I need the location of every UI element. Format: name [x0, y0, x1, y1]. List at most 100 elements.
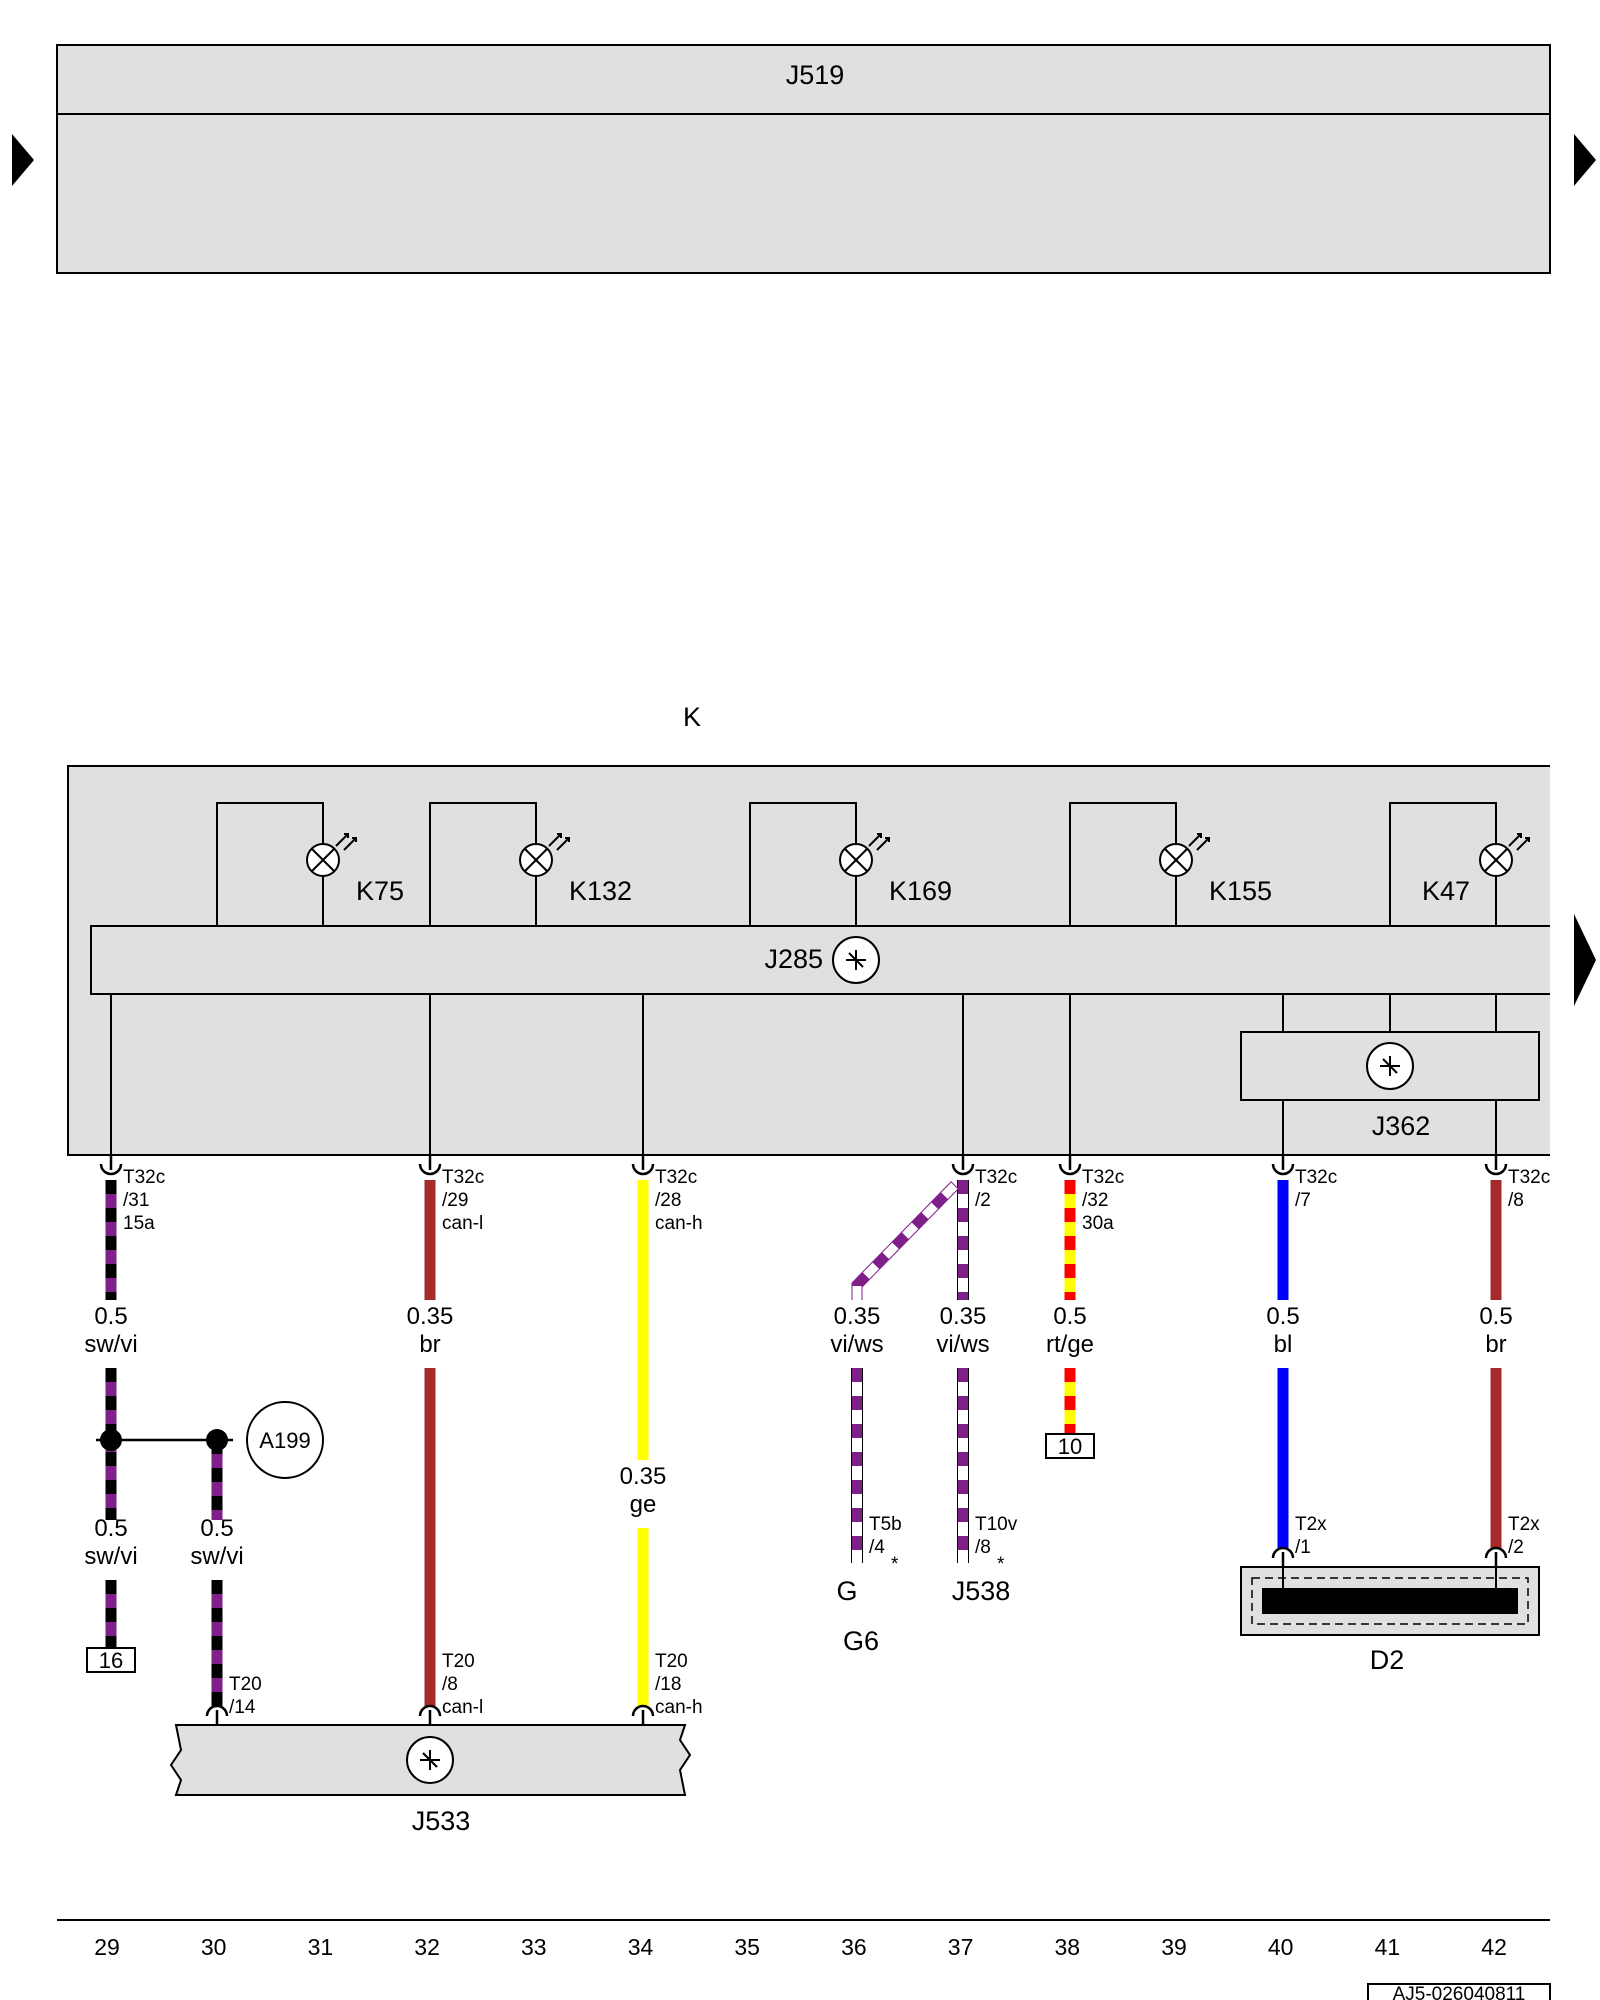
j519-box: [56, 44, 1551, 274]
lamp-k169-label: K169: [889, 876, 952, 906]
lamp-k155: K155: [1069, 802, 1272, 926]
footer-code-box: [1367, 1983, 1551, 2000]
j533-pin1-line2: /8: [442, 1674, 458, 1695]
footer-code: AJ5-026040811: [1393, 1984, 1526, 2000]
lamp-k47-label: K47: [1422, 876, 1470, 906]
next-page-arrow-lower-icon[interactable]: [1574, 914, 1596, 1006]
j533-pin2-line3: can-h: [655, 1697, 703, 1718]
branch29-color: sw/vi: [84, 1543, 137, 1570]
column-40: 40: [1268, 1934, 1294, 1960]
lamp-k132-label: K132: [569, 876, 632, 906]
w38-gauge: 0.5: [1053, 1303, 1086, 1330]
column-35: 35: [734, 1934, 760, 1960]
d2-pin1-line2: /1: [1295, 1537, 1311, 1558]
w32-pin-line2: /29: [442, 1190, 468, 1211]
column-37: 37: [948, 1934, 974, 1960]
splice-node-29: [100, 1429, 122, 1451]
w36-gauge: 0.35: [834, 1303, 881, 1330]
column-41: 41: [1375, 1934, 1401, 1960]
branch30-gauge: 0.5: [200, 1515, 233, 1542]
splice-a199: A199: [96, 1401, 324, 1479]
lamp-k75: K75: [216, 802, 404, 926]
g6-pin-line1: T5b: [869, 1514, 902, 1535]
k-connectors: [99, 1154, 1508, 1176]
w32-connector-icon: [418, 1154, 442, 1176]
w37-upper-strip: [957, 1180, 969, 1300]
target-16-box[interactable]: [86, 1647, 136, 1673]
wire-labels-upper: 0.5 sw/vi 0.35 br 0.35 vi/ws 0.35 vi/ws …: [84, 1303, 1512, 1518]
d2-component: D2: [1240, 1560, 1540, 1675]
w36-lower-strip: [851, 1368, 863, 1563]
target-10-box[interactable]: [1045, 1433, 1095, 1459]
g6-pin-line2: /4: [869, 1537, 885, 1558]
w32-gauge: 0.35: [407, 1303, 454, 1330]
branch29-gauge: 0.5: [94, 1515, 127, 1542]
w29-color: sw/vi: [84, 1331, 137, 1358]
k-panel: K75 K132 K169: [67, 765, 1550, 1158]
d2-label: D2: [1370, 1645, 1405, 1675]
j285-bus: [90, 925, 1550, 995]
d2-pin2-connector-icon: [1484, 1546, 1508, 1568]
w34-pin-line3: can-h: [655, 1213, 703, 1234]
w37-pin-line2: /2: [975, 1190, 991, 1211]
w38-color: rt/ge: [1046, 1331, 1094, 1358]
w29-connector-icon: [99, 1154, 123, 1176]
branch30-pin-line1: T20: [229, 1674, 262, 1695]
w34-pin-line2: /28: [655, 1190, 681, 1211]
j533-pin18-connector-icon: [631, 1704, 655, 1726]
pin-labels-upper: T32c /31 15a T32c /29 can-l T32c /28 can…: [123, 1167, 1550, 1234]
target-16-label: 16: [99, 1648, 123, 1673]
w37-pin-line1: T32c: [975, 1167, 1017, 1188]
prev-page-arrow-icon[interactable]: [12, 134, 34, 186]
w34-gauge: 0.35: [620, 1463, 667, 1490]
w29-gauge: 0.5: [94, 1303, 127, 1330]
w38-pin-line3: 30a: [1082, 1213, 1114, 1234]
j533-ecu-icon: [406, 1736, 454, 1784]
g6-pin-star: *: [891, 1554, 899, 1575]
next-page-arrow-icon[interactable]: [1574, 134, 1596, 186]
w42-pin-line1: T32c: [1508, 1167, 1550, 1188]
w40-pin-line1: T32c: [1295, 1167, 1337, 1188]
lamp-k155-light-icon: [1188, 833, 1210, 851]
w37-gauge: 0.35: [940, 1303, 987, 1330]
j533-pin1-line3: can-l: [442, 1697, 483, 1718]
w34-connector-icon: [631, 1154, 655, 1176]
w42-connector-icon: [1484, 1154, 1508, 1176]
w36-diagonal-strip: [851, 1181, 959, 1300]
lamps-group: K75 K132 K169: [216, 802, 1530, 926]
lamp-k155-label: K155: [1209, 876, 1272, 906]
j533-pin2-line1: T20: [655, 1651, 688, 1672]
branch30-pin-line2: /14: [229, 1697, 256, 1718]
w37-color: vi/ws: [936, 1331, 989, 1358]
target-10-label: 10: [1058, 1434, 1082, 1459]
w37-connector-icon: [951, 1154, 975, 1176]
w40-color: bl: [1274, 1331, 1293, 1358]
column-29: 29: [94, 1934, 120, 1960]
w32-pin-line3: can-l: [442, 1213, 483, 1234]
j533-pin1-line1: T20: [442, 1651, 475, 1672]
j519-label: J519: [786, 60, 845, 90]
w42-pin-line2: /8: [1508, 1190, 1524, 1211]
column-34: 34: [628, 1934, 654, 1960]
j533-pin2-line2: /18: [655, 1674, 681, 1695]
d2-pin1-line1: T2x: [1295, 1514, 1327, 1535]
w40-gauge: 0.5: [1266, 1303, 1299, 1330]
j533-label: J533: [412, 1806, 471, 1836]
w29-pin-line2: /31: [123, 1190, 149, 1211]
lamp-k75-light-icon: [335, 833, 357, 851]
branch30-color: sw/vi: [190, 1543, 243, 1570]
w38-pin-line2: /32: [1082, 1190, 1108, 1211]
splice-node-30: [206, 1429, 228, 1451]
lamp-k132-light-icon: [548, 833, 570, 851]
w38-pin-line1: T32c: [1082, 1167, 1124, 1188]
w40-pin-line2: /7: [1295, 1190, 1311, 1211]
g-label: G: [836, 1576, 857, 1606]
w36-color: vi/ws: [830, 1331, 883, 1358]
main-panel-title: K: [683, 702, 701, 732]
column-32: 32: [414, 1934, 440, 1960]
column-33: 33: [521, 1934, 547, 1960]
j362-ecu-icon: [1366, 1042, 1414, 1090]
column-36: 36: [841, 1934, 867, 1960]
